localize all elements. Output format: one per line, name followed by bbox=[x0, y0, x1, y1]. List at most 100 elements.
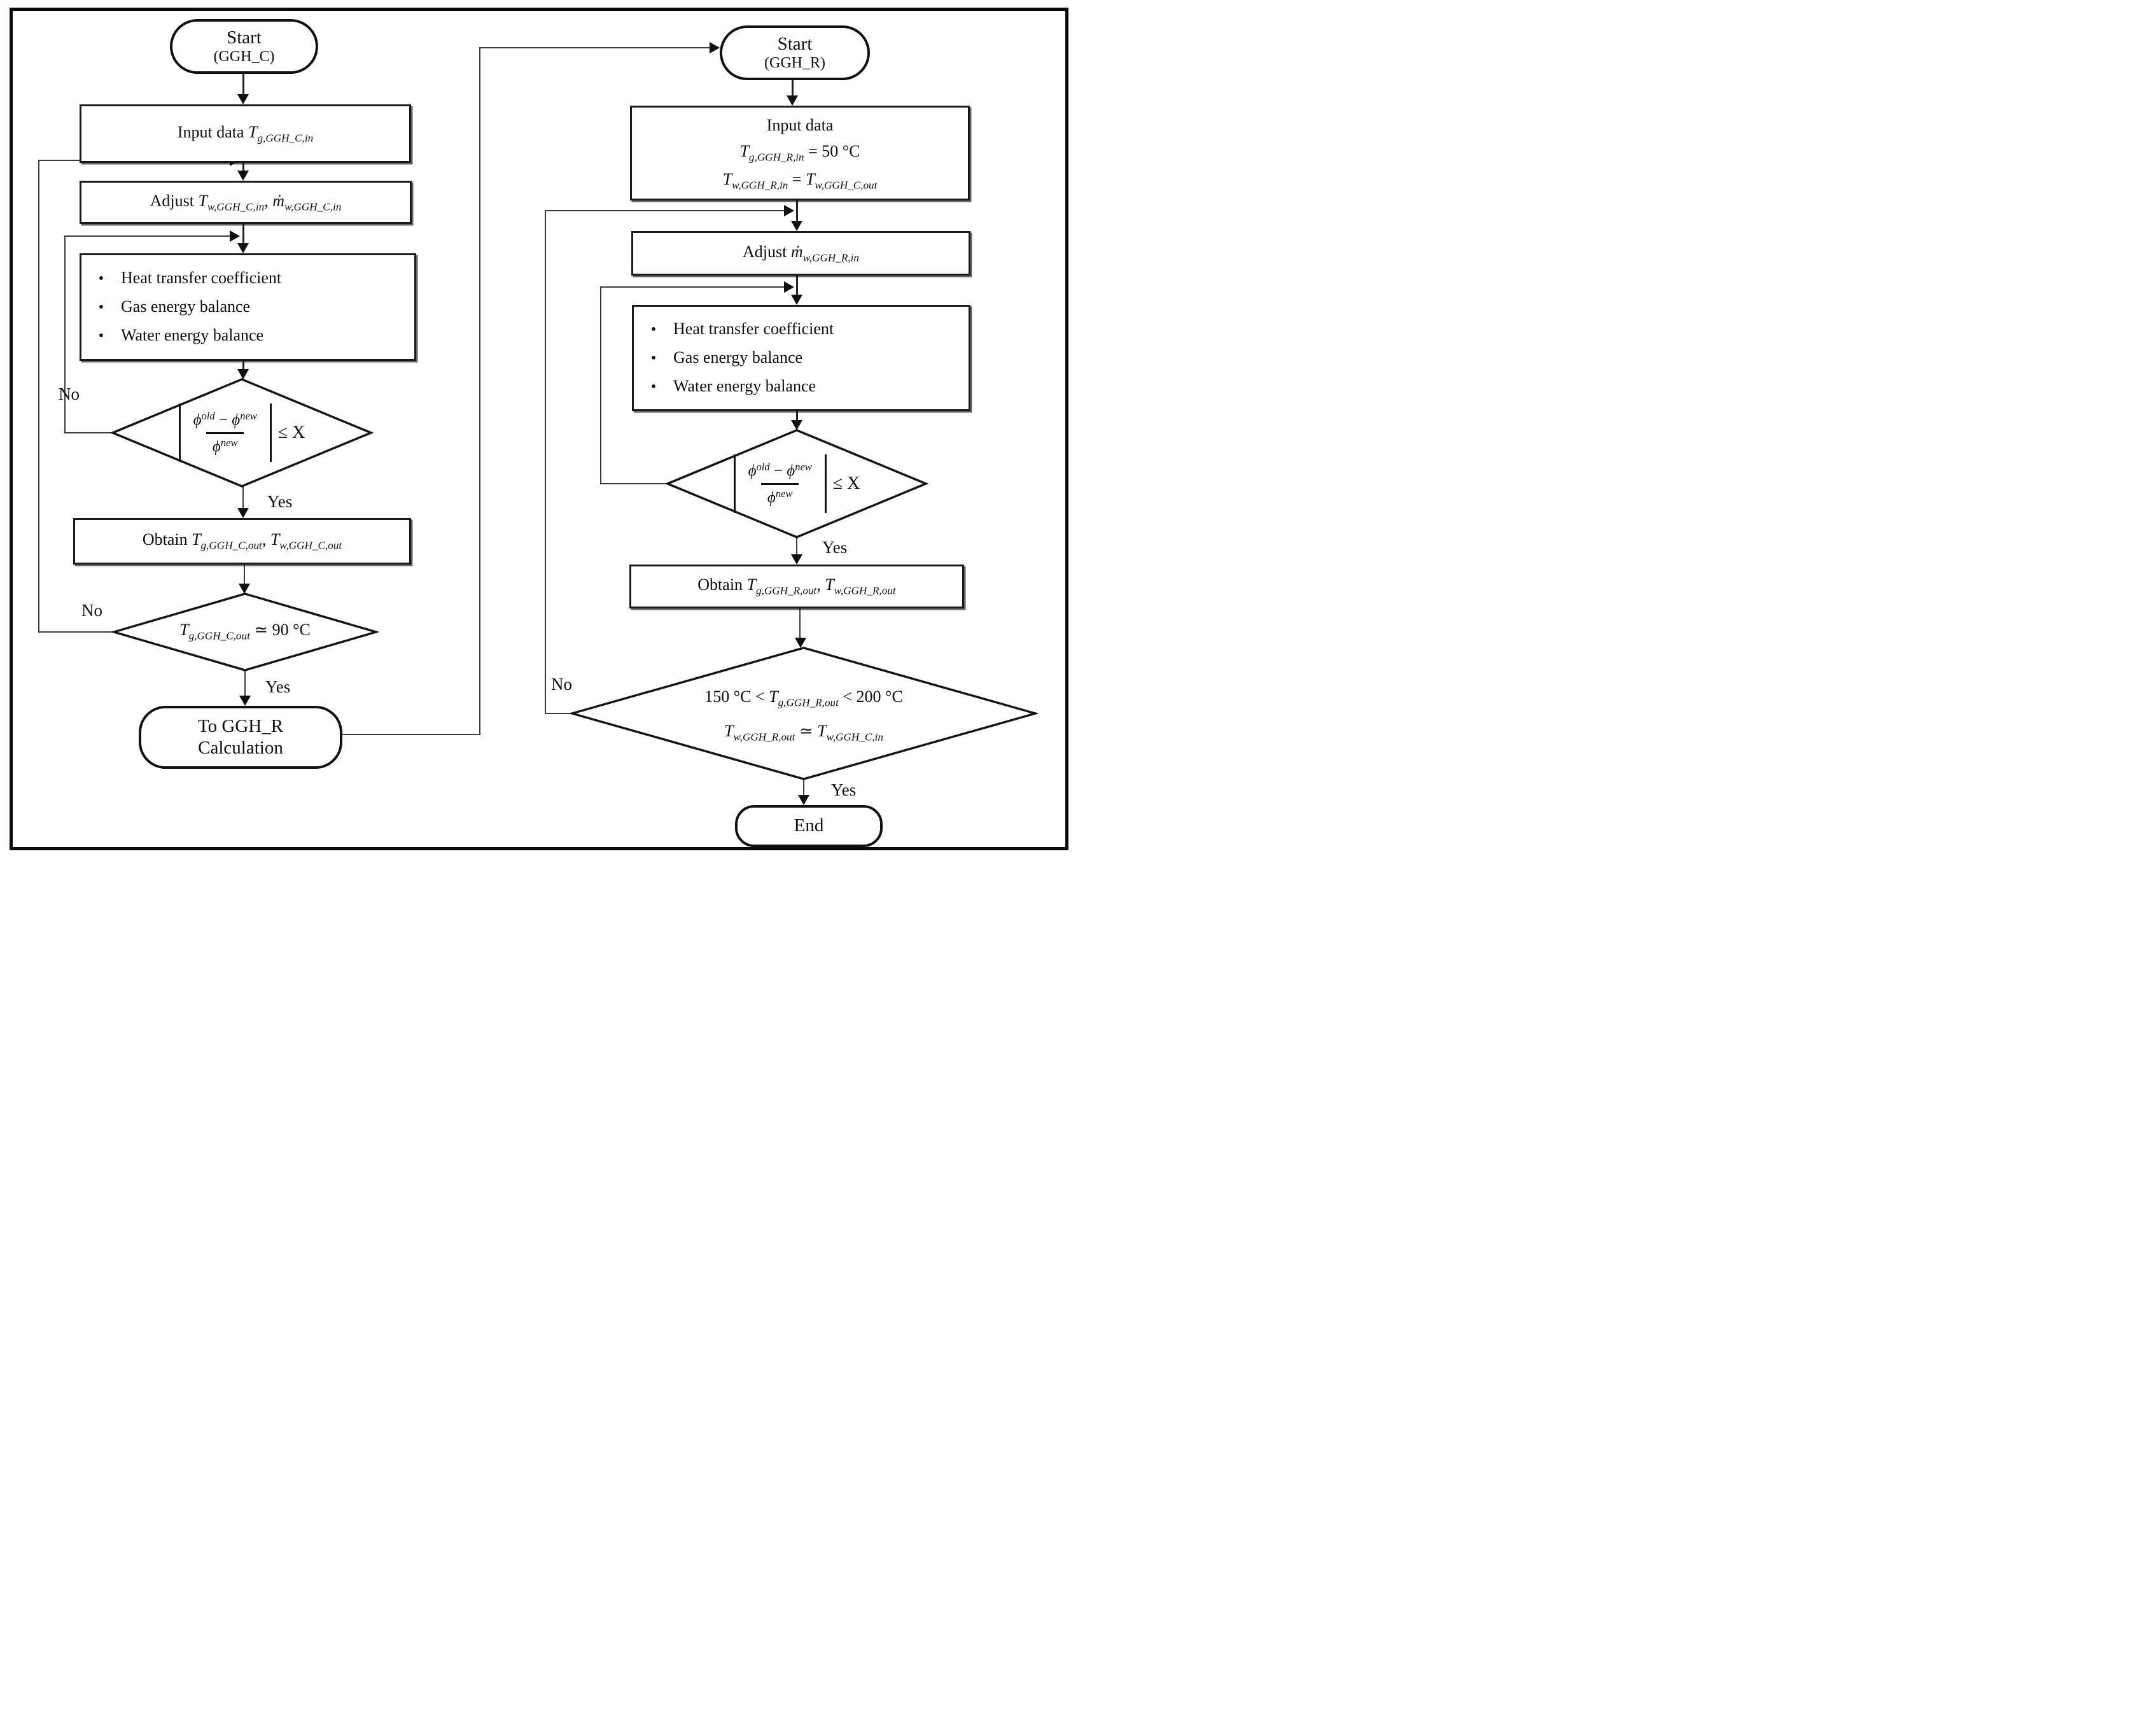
start-ggh-c-subtitle: (GGH_C) bbox=[213, 48, 275, 65]
obtain-ggh-r-text: Obtain Tg,GGH_R,out, Tw,GGH_R,out bbox=[697, 575, 896, 597]
arrowhead-down-icon bbox=[237, 508, 249, 518]
flowchart-page: Start (GGH_C) Input data Tg,GGH_C,in Adj… bbox=[0, 0, 1078, 859]
arrow-line-convergencer-obtainr bbox=[796, 537, 797, 554]
loop-line-convergence-no-vertical bbox=[64, 235, 66, 433]
obtain-ggh-r-box: Obtain Tg,GGH_R,out, Tw,GGH_R,out bbox=[629, 565, 964, 608]
start-ggh-c-title: Start bbox=[227, 27, 262, 48]
arrowhead-right-icon bbox=[230, 230, 240, 242]
loop-line-tempcheck-no-horizontal bbox=[38, 631, 114, 633]
adjust-ggh-c-text: Adjust Tw,GGH_C,in, ṁw,GGH_C,in bbox=[150, 191, 342, 213]
arrow-line-adjust-balance bbox=[242, 220, 244, 243]
temp-check-decision-ggh-c bbox=[109, 591, 381, 676]
branch-label-yes: Yes bbox=[831, 780, 857, 799]
to-ggh-r-terminal: To GGH_R Calculation bbox=[139, 706, 342, 769]
arrow-line-tempcheck-togghr bbox=[244, 670, 246, 696]
list-item: • Heat transfer coefficient bbox=[634, 315, 969, 344]
list-item: • Water energy balance bbox=[81, 321, 414, 350]
final-check-text: 150 °C < Tg,GGH_R,out < 200 °C Tw,GGH_R,… bbox=[608, 680, 1000, 748]
input-data-ggh-r-box: Input data Tg,GGH_R,in = 50 °C Tw,GGH_R,… bbox=[630, 106, 970, 200]
start-ggh-r-terminal: Start (GGH_R) bbox=[720, 25, 870, 80]
connector-togghr-vertical bbox=[479, 47, 480, 735]
abs-bar-icon bbox=[733, 454, 736, 513]
connector-togghr-top bbox=[479, 47, 711, 48]
abs-bar-icon bbox=[269, 403, 272, 462]
temp-check-text-ggh-c: Tg,GGH_C,out ≃ 90 °C bbox=[179, 620, 311, 642]
input-data-ggh-r-title: Input data bbox=[766, 115, 834, 134]
arrowhead-down-icon bbox=[787, 95, 798, 106]
arrowhead-down-icon bbox=[237, 243, 249, 253]
branch-label-yes: Yes bbox=[267, 492, 293, 511]
formula-comparison: ≤ X bbox=[277, 423, 305, 442]
branch-label-no: No bbox=[81, 601, 102, 620]
list-item-label: Water energy balance bbox=[121, 325, 264, 344]
arrowhead-down-icon bbox=[791, 221, 802, 231]
final-check-decision bbox=[568, 645, 1040, 785]
branch-label-yes: Yes bbox=[265, 677, 291, 696]
bullet-icon: • bbox=[98, 270, 104, 288]
branch-label-no: No bbox=[59, 384, 80, 403]
arrow-line-startc-input bbox=[242, 69, 244, 97]
abs-bar-icon bbox=[824, 454, 827, 513]
adjust-ggh-c-box: Adjust Tw,GGH_C,in, ṁw,GGH_C,in bbox=[80, 181, 412, 224]
list-item: • Heat transfer coefficient bbox=[81, 264, 414, 293]
balance-list-ggh-r-box: • Heat transfer coefficient • Gas energy… bbox=[632, 305, 970, 411]
start-ggh-r-subtitle: (GGH_R) bbox=[764, 54, 825, 71]
obtain-ggh-c-text: Obtain Tg,GGH_C,out, Tw,GGH_C,out bbox=[142, 530, 342, 552]
arrowhead-down-icon bbox=[237, 94, 249, 104]
list-item-label: Gas energy balance bbox=[673, 348, 803, 367]
adjust-ggh-r-text: Adjust ṁw,GGH_R,in bbox=[743, 242, 859, 264]
input-data-ggh-r-line3: Tw,GGH_R,in = Tw,GGH_C,out bbox=[722, 170, 878, 192]
branch-label-yes: Yes bbox=[822, 538, 848, 557]
arrow-line-finalcheck-end bbox=[803, 779, 804, 795]
arrow-line-startr-input bbox=[792, 75, 794, 95]
loop-line-finalcheck-no bbox=[545, 210, 785, 211]
connector-togghr-horizontal bbox=[337, 734, 480, 735]
branch-label-no: No bbox=[551, 675, 572, 694]
list-item: • Gas energy balance bbox=[634, 344, 969, 372]
arrowhead-down-icon bbox=[798, 795, 809, 805]
to-ggh-r-line1: To GGH_R bbox=[197, 716, 284, 737]
loop-line-convergencer-no bbox=[600, 286, 785, 288]
loop-line-convergencer-no-horizontal bbox=[600, 483, 668, 484]
list-item: • Water energy balance bbox=[634, 372, 969, 401]
formula-denominator: ϕnew bbox=[206, 432, 244, 456]
arrowhead-down-icon bbox=[791, 295, 802, 305]
input-data-ggh-c-text: Input data Tg,GGH_C,in bbox=[177, 122, 314, 144]
arrowhead-down-icon bbox=[239, 696, 251, 706]
start-ggh-c-terminal: Start (GGH_C) bbox=[170, 19, 318, 74]
to-ggh-r-line2: Calculation bbox=[198, 737, 283, 758]
bullet-icon: • bbox=[650, 321, 657, 339]
arrow-line-input-adjust bbox=[242, 159, 244, 173]
list-item-label: Water energy balance bbox=[673, 376, 816, 395]
arrowhead-down-icon bbox=[791, 554, 802, 565]
arrow-line-obtainr-finalcheck bbox=[799, 605, 801, 638]
arrowhead-right-icon bbox=[784, 205, 794, 216]
balance-list-ggh-c-box: • Heat transfer coefficient • Gas energy… bbox=[80, 253, 416, 361]
final-check-line1: 150 °C < Tg,GGH_R,out < 200 °C bbox=[704, 687, 903, 709]
bullet-icon: • bbox=[98, 327, 104, 344]
adjust-ggh-r-box: Adjust ṁw,GGH_R,in bbox=[631, 231, 970, 276]
arrowhead-down-icon bbox=[237, 171, 249, 181]
arrowhead-right-icon bbox=[784, 281, 794, 293]
arrow-line-adjustr-balancer bbox=[796, 272, 798, 295]
convergence-formula-ggh-c: ϕold − ϕnew ϕnew ≤ X bbox=[150, 393, 334, 472]
list-item-label: Heat transfer coefficient bbox=[673, 319, 834, 339]
convergence-formula-ggh-r: ϕold − ϕnew ϕnew ≤ X bbox=[704, 444, 889, 523]
bullet-icon: • bbox=[650, 378, 657, 395]
arrowhead-down-icon bbox=[791, 420, 802, 430]
end-terminal: End bbox=[735, 805, 883, 847]
formula-numerator: ϕold − ϕnew bbox=[748, 460, 812, 479]
arrow-line-convergence-obtain bbox=[242, 486, 244, 508]
formula-comparison: ≤ X bbox=[832, 474, 860, 493]
loop-line-convergence-no-horizontal bbox=[64, 432, 113, 433]
bullet-icon: • bbox=[98, 299, 104, 316]
loop-line-finalcheck-no-horizontal bbox=[545, 713, 572, 714]
start-ggh-r-title: Start bbox=[777, 33, 813, 54]
bullet-icon: • bbox=[650, 350, 657, 367]
arrowhead-down-icon bbox=[795, 638, 806, 648]
arrow-line-obtain-tempcheck bbox=[244, 561, 245, 584]
abs-bar-icon bbox=[178, 403, 181, 462]
arrowhead-down-icon bbox=[237, 369, 249, 379]
obtain-ggh-c-box: Obtain Tg,GGH_C,out, Tw,GGH_C,out bbox=[73, 518, 411, 565]
input-data-ggh-c-box: Input data Tg,GGH_C,in bbox=[80, 104, 411, 163]
